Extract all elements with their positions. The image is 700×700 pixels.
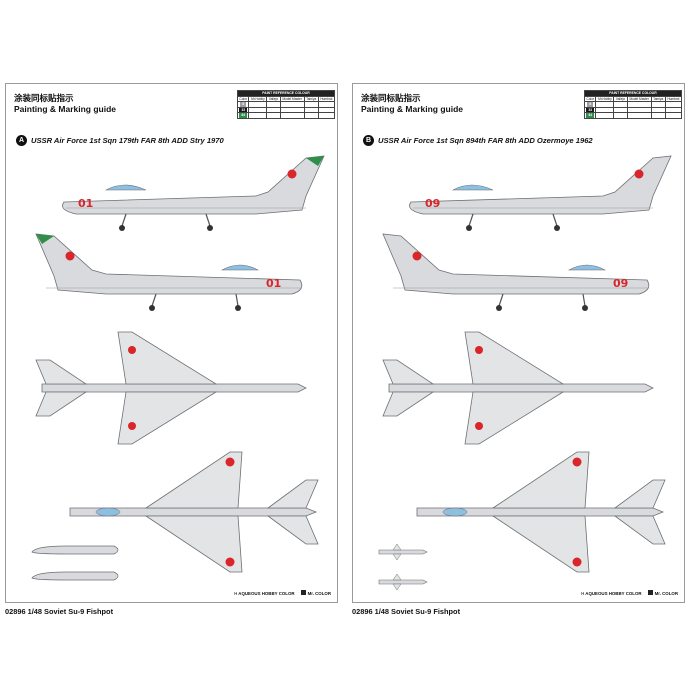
right-side-profile: 01 [62, 155, 325, 231]
kit-footer-caption: 02896 1/48 Soviet Su-9 Fishpot [5, 607, 114, 616]
color-legend: H AQUEOUS HOBBY COLOR Mr. COLOR [581, 590, 678, 596]
ref-cell [613, 106, 628, 114]
color-chip: 64 [586, 113, 594, 118]
ref-header: Color [236, 95, 250, 103]
ref-cell [664, 112, 683, 119]
legend-aqueous: H AQUEOUS HOBBY COLOR [581, 590, 642, 596]
kit-footer-caption: 02896 1/48 Soviet Su-9 Fishpot [352, 607, 461, 616]
variant-title: USSR Air Force 1st Sqn 894th FAR 8th ADD… [378, 136, 593, 145]
ref-cell [664, 106, 683, 114]
variant-badge: A [16, 135, 27, 146]
legend-aqueous: H AQUEOUS HOBBY COLOR [234, 590, 295, 596]
guide-title-chinese: 涂装同标贴指示 [361, 93, 421, 103]
ref-cell [613, 101, 628, 108]
ref-cell [664, 101, 683, 108]
legend-mr-color: Mr. COLOR [300, 590, 331, 596]
left-side-profile: 01 [35, 233, 303, 311]
painting-guide-sheet-b: 涂装同标贴指示 Painting & Marking guide PAINT R… [352, 83, 685, 603]
ref-cell [317, 112, 336, 119]
paint-reference-table: PAINT REFERENCE COLOUR Color Mr.Hobby Va… [236, 90, 336, 119]
ref-row: 33 [236, 106, 336, 114]
missiles [378, 543, 428, 591]
ref-row: 8 [583, 101, 683, 108]
ref-row: 33 [583, 106, 683, 114]
color-chip: 8 [587, 102, 594, 107]
top-view [35, 331, 307, 445]
color-chip: 33 [586, 107, 594, 113]
color-chip: 64 [239, 113, 247, 118]
side-number: 01 [266, 277, 281, 290]
ref-cell [266, 106, 281, 114]
variant-heading: A USSR Air Force 1st Sqn 179th FAR 8th A… [16, 135, 224, 146]
ref-header: Humbrol [664, 95, 683, 103]
ref-cell [266, 101, 281, 108]
color-chip: 8 [240, 102, 247, 107]
ref-header: Color [583, 95, 597, 103]
ref-cell [613, 112, 628, 119]
painting-guide-sheet-a: 涂装同标贴指示 Painting & Marking guide PAINT R… [5, 83, 338, 603]
paint-reference-table: PAINT REFERENCE COLOUR Color Mr.Hobby Va… [583, 90, 683, 119]
left-side-profile: 09 [382, 233, 650, 311]
variant-title: USSR Air Force 1st Sqn 179th FAR 8th ADD… [31, 136, 224, 145]
color-chip: 33 [239, 107, 247, 113]
variant-badge: B [363, 135, 374, 146]
variant-heading: B USSR Air Force 1st Sqn 894th FAR 8th A… [363, 135, 593, 146]
ref-row: 64 [236, 112, 336, 119]
side-number: 09 [425, 197, 440, 210]
aircraft-views: 01 01 [31, 155, 325, 581]
bottom-view [69, 451, 319, 573]
drop-tanks [31, 545, 119, 581]
bottom-view [416, 451, 666, 573]
top-view [382, 331, 654, 445]
color-legend: H AQUEOUS HOBBY COLOR Mr. COLOR [234, 590, 331, 596]
aircraft-views: 09 09 [378, 155, 672, 591]
guide-title-english: Painting & Marking guide [14, 104, 117, 114]
guide-title-chinese: 涂装同标贴指示 [14, 93, 74, 103]
ref-row: 8 [236, 101, 336, 108]
ref-cell [266, 112, 281, 119]
side-number: 01 [78, 197, 93, 210]
ref-header: Vallejo [613, 95, 628, 103]
ref-cell [317, 101, 336, 108]
right-side-profile: 09 [409, 155, 672, 231]
ref-header: Humbrol [317, 95, 336, 103]
ref-header: Vallejo [266, 95, 281, 103]
paint-ref-title: PAINT REFERENCE COLOUR [584, 90, 682, 97]
guide-title-english: Painting & Marking guide [361, 104, 464, 114]
side-number: 09 [613, 277, 628, 290]
ref-row: 64 [583, 112, 683, 119]
paint-ref-title: PAINT REFERENCE COLOUR [237, 90, 335, 97]
legend-mr-color: Mr. COLOR [647, 590, 678, 596]
ref-cell [317, 106, 336, 114]
